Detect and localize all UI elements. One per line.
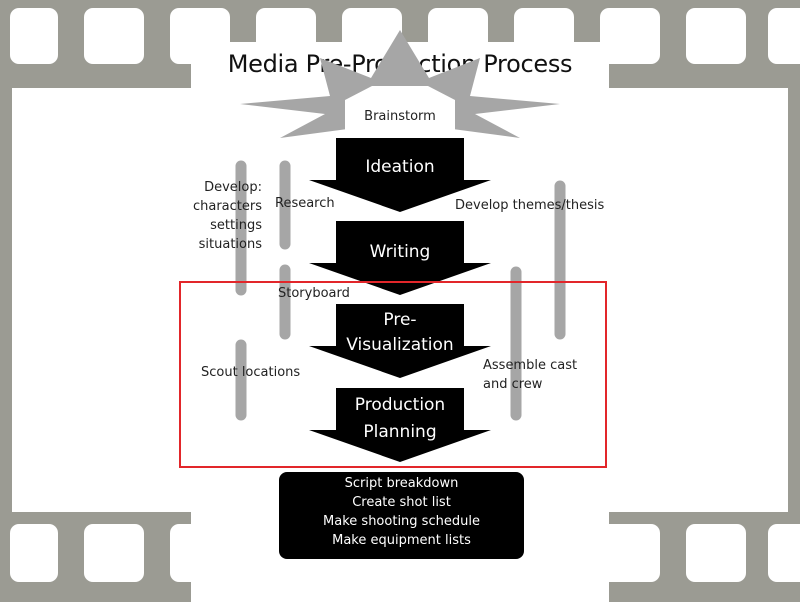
ideation-arrow (309, 138, 491, 212)
themes-note: Develop themes/thesis (455, 198, 605, 213)
sprocket-hole (686, 8, 746, 64)
sprocket-hole (600, 8, 660, 64)
sprocket-hole (768, 524, 800, 582)
sprocket-hole (84, 8, 144, 64)
pre-visualization-label: Pre- Visualization (326, 309, 474, 356)
writing-label: Writing (369, 242, 431, 262)
pre-visualization-line2: Visualization (346, 335, 454, 355)
ideation-label: Ideation (365, 157, 435, 177)
sprocket-hole (84, 524, 144, 582)
sprocket-hole (10, 524, 58, 582)
develop-note: Develop: characters settings situations (170, 178, 262, 254)
develop-note-line: characters (192, 199, 262, 214)
cast-note: Assemble cast and crew (483, 356, 577, 394)
writing-arrow (309, 221, 491, 295)
production-planning-line2: Planning (363, 422, 437, 442)
production-planning-line1: Production (354, 395, 446, 415)
planning-tasks-box: Script breakdown Create shot list Make s… (279, 472, 524, 559)
pre-visualization-line1: Pre- (383, 310, 417, 330)
develop-note-line: situations (198, 237, 262, 252)
brainstorm-center-shape (345, 86, 455, 148)
production-planning-label: Production Planning (326, 394, 474, 443)
highlight-box (179, 281, 607, 468)
planning-task-item: Script breakdown (344, 476, 459, 491)
planning-task-item: Make equipment lists (332, 533, 471, 548)
pre-visualization-arrow (309, 304, 491, 378)
sprocket-hole (10, 8, 58, 64)
cast-note-line: and crew (483, 377, 543, 392)
scout-note: Scout locations (201, 365, 301, 380)
cast-note-line: Assemble cast (483, 358, 578, 373)
brainstorm-label: Brainstorm (364, 109, 436, 124)
planning-task-item: Make shooting schedule (323, 514, 480, 529)
storyboard-note: Storyboard (278, 286, 350, 301)
sprocket-hole (600, 524, 660, 582)
develop-note-line: settings (210, 218, 262, 233)
sprocket-hole (686, 524, 746, 582)
sprocket-hole (768, 8, 800, 64)
planning-task-item: Create shot list (352, 495, 451, 510)
develop-note-line: Develop: (204, 180, 262, 195)
research-note: Research (275, 196, 335, 211)
production-planning-arrow (309, 388, 491, 462)
